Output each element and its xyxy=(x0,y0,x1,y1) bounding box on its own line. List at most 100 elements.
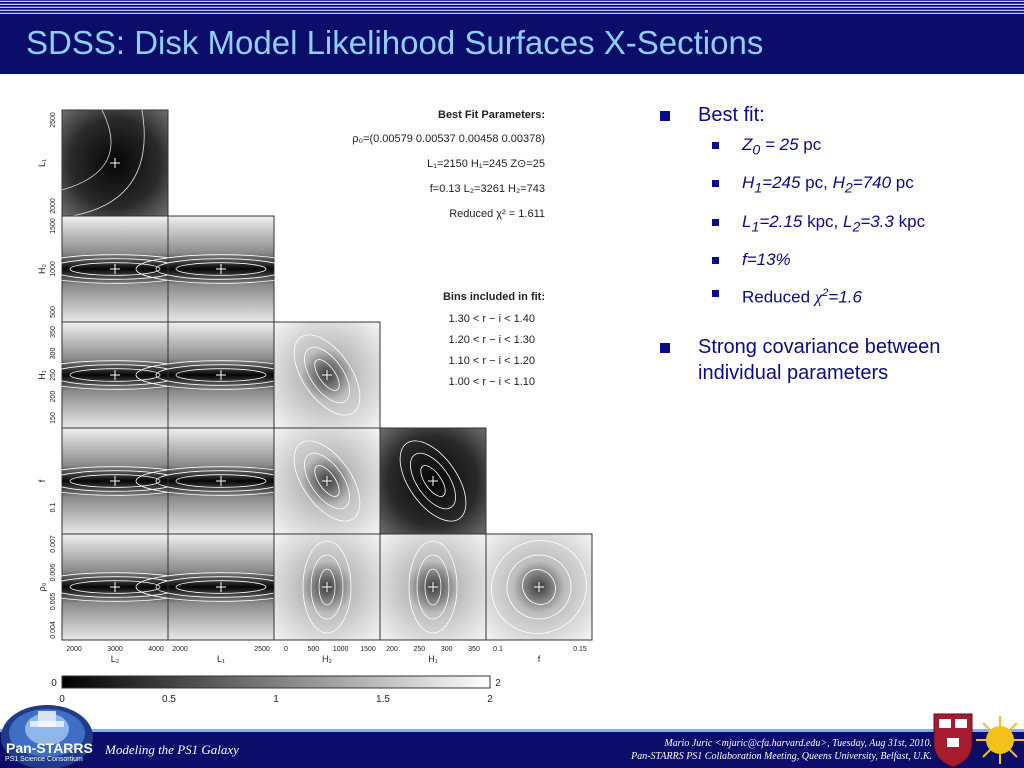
contour-line xyxy=(506,554,572,620)
bullet-list: Best fit: Z0 = 25 pc H1=245 pc, H2=740 p… xyxy=(660,102,1010,392)
bin-range: 1.20 < r − i < 1.30 xyxy=(448,334,535,346)
var-l1: L xyxy=(742,211,752,231)
footer-credits: Mario Juric <mjuric@cfa.harvard.edu>, Tu… xyxy=(631,737,932,763)
bins-heading: Bins included in fit: xyxy=(443,291,545,303)
unit: pc xyxy=(891,173,914,193)
value-l1: =2.15 xyxy=(759,211,803,231)
y-tick-label: 350 xyxy=(50,326,57,338)
bin-range: 1.00 < r − i < 1.10 xyxy=(448,376,535,388)
bullet-marker xyxy=(712,142,719,149)
slide-title: SDSS: Disk Model Likelihood Surfaces X-S… xyxy=(26,24,764,61)
y-tick-label: 1500 xyxy=(50,218,57,234)
footer-credit-line1: Mario Juric <mjuric@cfa.harvard.edu>, Tu… xyxy=(664,738,932,749)
contour-line xyxy=(522,569,556,605)
bullet-marker xyxy=(660,342,670,353)
chi-exponent: 2 xyxy=(822,287,829,300)
y-tick-label: 0.1 xyxy=(50,503,57,513)
best-fit-line: f=0.13 L₂=3261 H₂=743 xyxy=(430,183,545,195)
bullet-text: Strong covariance between individual par… xyxy=(698,335,941,384)
colorbar-end-label: 2 xyxy=(495,678,501,689)
bullet-covariance: Strong covariance between individual par… xyxy=(660,334,1010,386)
x-tick-label: 0.1 xyxy=(493,646,503,653)
y-tick-label: 500 xyxy=(50,306,57,318)
best-fit-heading: Best Fit Parameters: xyxy=(438,109,545,121)
contour-line xyxy=(304,346,350,404)
contour-line xyxy=(410,452,456,510)
x-tick-label: 0.15 xyxy=(573,646,587,653)
colorbar-tick-label: 0 xyxy=(59,694,65,705)
colorbar-tick-label: 2 xyxy=(487,694,493,705)
bullet-marker xyxy=(712,290,719,298)
contour-line xyxy=(135,254,307,284)
x-tick-label: 3000 xyxy=(107,646,123,653)
contour-line xyxy=(302,540,352,634)
contour-line xyxy=(61,109,112,191)
contour-line xyxy=(69,262,161,276)
row-label: f xyxy=(37,479,47,482)
x-tick-label: 0 xyxy=(284,646,288,653)
contour-line xyxy=(175,368,267,382)
contour-line xyxy=(175,262,267,276)
y-tick-label: 2000 xyxy=(50,198,57,214)
row-label: H₂ xyxy=(37,264,47,274)
contour-line xyxy=(416,554,450,620)
bin-range: 1.10 < r − i < 1.20 xyxy=(448,355,535,367)
bin-range: 1.30 < r − i < 1.40 xyxy=(448,313,535,325)
contour-line xyxy=(399,440,467,522)
contour-line xyxy=(420,465,446,497)
unit: pc xyxy=(798,135,822,154)
var-z: Z xyxy=(742,135,753,154)
value-z0: = 25 xyxy=(760,135,799,154)
contour-line xyxy=(155,258,287,280)
var-h1-sub: 1 xyxy=(754,180,763,197)
contour-line xyxy=(69,474,161,488)
bullet-f: f=13% xyxy=(660,249,1010,271)
contour-line xyxy=(175,474,267,488)
y-tick-label: 0.004 xyxy=(50,621,57,639)
bullet-h: H1=245 pc, H2=740 pc xyxy=(660,172,1010,199)
best-fit-line: L₁=2150 H₁=245 Z⊙=25 xyxy=(427,158,545,170)
footer-bar xyxy=(0,732,1024,768)
title-bar-stripes xyxy=(0,0,1024,14)
value-h1: =245 xyxy=(762,173,801,193)
contour-line xyxy=(310,554,344,620)
column-label: L₁ xyxy=(217,654,225,664)
bullet-z0: Z0 = 25 pc xyxy=(660,134,1010,161)
contour-line xyxy=(318,568,336,606)
y-tick-label: 250 xyxy=(50,369,57,381)
y-tick-label: 200 xyxy=(50,391,57,403)
x-tick-label: 300 xyxy=(441,646,453,653)
unit: kpc, xyxy=(802,211,843,231)
column-label: L₂ xyxy=(111,654,120,664)
value-f: f=13% xyxy=(742,250,791,270)
bullet-marker xyxy=(712,257,719,265)
contour-line xyxy=(293,440,361,522)
x-tick-label: 2000 xyxy=(172,646,188,653)
y-tick-label: 0.007 xyxy=(50,535,57,553)
column-label: H₂ xyxy=(322,654,332,664)
var-h1: H xyxy=(742,173,755,193)
contour-line xyxy=(314,359,340,391)
title-bar xyxy=(0,0,1024,74)
colorbar-tick-label: 0.5 xyxy=(162,694,176,705)
chi-symbol: χ xyxy=(814,287,823,307)
y-tick-label: 1000 xyxy=(50,261,57,277)
value-h2: =740 xyxy=(852,173,892,193)
colorbar-start-label: 0 xyxy=(51,678,57,689)
bullet-marker xyxy=(712,180,719,188)
var-h2-sub: 2 xyxy=(844,180,853,197)
colorbar-tick-label: 1.5 xyxy=(376,694,390,705)
var-z-sub: 0 xyxy=(752,142,761,159)
bullet-marker xyxy=(712,218,719,226)
y-tick-label: 150 xyxy=(50,412,57,424)
logo-title: Pan-STARRS xyxy=(6,740,93,756)
x-tick-label: 1500 xyxy=(360,646,376,653)
x-tick-label: 2500 xyxy=(254,646,270,653)
bullet-best-fit: Best fit: xyxy=(660,102,1010,128)
colorbar xyxy=(61,675,491,689)
pan-starrs-logo-icon xyxy=(1,705,93,768)
corner-plot: L₁H₂H₁fρ₀2500200015001000500350300250200… xyxy=(29,109,593,705)
column-label: f xyxy=(538,654,541,664)
x-tick-label: 2000 xyxy=(66,646,82,653)
best-fit-line: ρ₀=(0.00579 0.00537 0.00458 0.00378) xyxy=(352,133,545,145)
